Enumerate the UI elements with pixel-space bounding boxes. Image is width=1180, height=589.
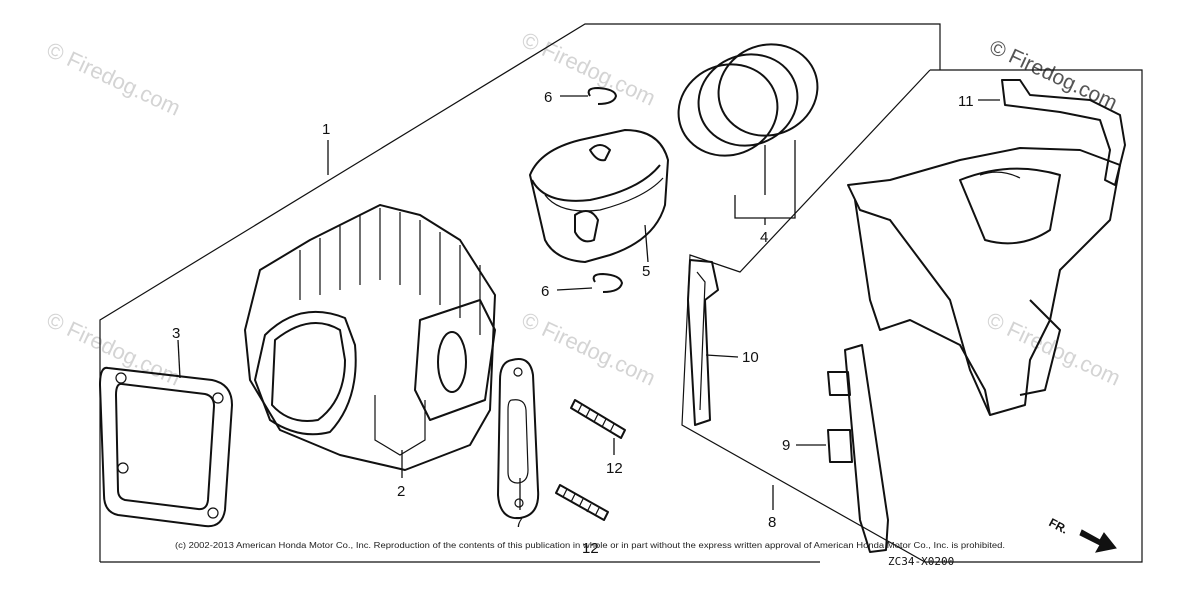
copyright-notice: (c) 2002-2013 American Honda Motor Co., … xyxy=(175,541,1005,550)
piston xyxy=(529,129,669,263)
callout-5: 5 xyxy=(642,263,650,280)
front-label: FR. xyxy=(1047,515,1071,536)
stud-bolts xyxy=(555,399,626,521)
callout-9: 9 xyxy=(782,437,790,454)
fan-cover-shroud xyxy=(847,79,1126,416)
front-direction-indicator: FR. xyxy=(1047,515,1117,553)
callout-12-top: 12 xyxy=(606,460,623,477)
callout-4: 4 xyxy=(760,229,768,246)
callout-3: 3 xyxy=(172,325,180,342)
callout-11: 11 xyxy=(958,93,974,110)
watermark: © Firedog.com xyxy=(983,307,1125,391)
seal-block xyxy=(827,344,889,553)
leader-lines xyxy=(177,95,1000,510)
arrow-icon xyxy=(1079,529,1117,553)
watermark: © Firedog.com xyxy=(518,27,660,111)
cylinder xyxy=(244,204,496,471)
assembly-8-outline xyxy=(681,69,1143,563)
piston-pin-clips xyxy=(587,87,623,293)
callout-6-bottom: 6 xyxy=(541,283,549,300)
callout-6-top: 6 xyxy=(544,89,552,106)
watermark-dark: © Firedog.com xyxy=(986,36,1121,115)
callout-2: 2 xyxy=(397,483,405,500)
piston-rings xyxy=(677,43,819,157)
cylinder-gasket xyxy=(99,366,233,528)
callout-10: 10 xyxy=(742,349,759,366)
callout-12-bottom: 12 xyxy=(582,540,599,557)
watermark: © Firedog.com xyxy=(43,37,185,121)
callout-8: 8 xyxy=(768,514,776,531)
muffler-gasket xyxy=(497,358,540,520)
watermark: © Firedog.com xyxy=(43,307,185,391)
seal-strip xyxy=(687,259,719,426)
callout-1: 1 xyxy=(322,121,330,138)
callout-7: 7 xyxy=(515,514,523,531)
watermark: © Firedog.com xyxy=(518,307,660,391)
diagram-code: ZC34-X0200 xyxy=(888,555,954,568)
watermarks: © Firedog.com © Firedog.com © Firedog.co… xyxy=(43,27,1125,391)
